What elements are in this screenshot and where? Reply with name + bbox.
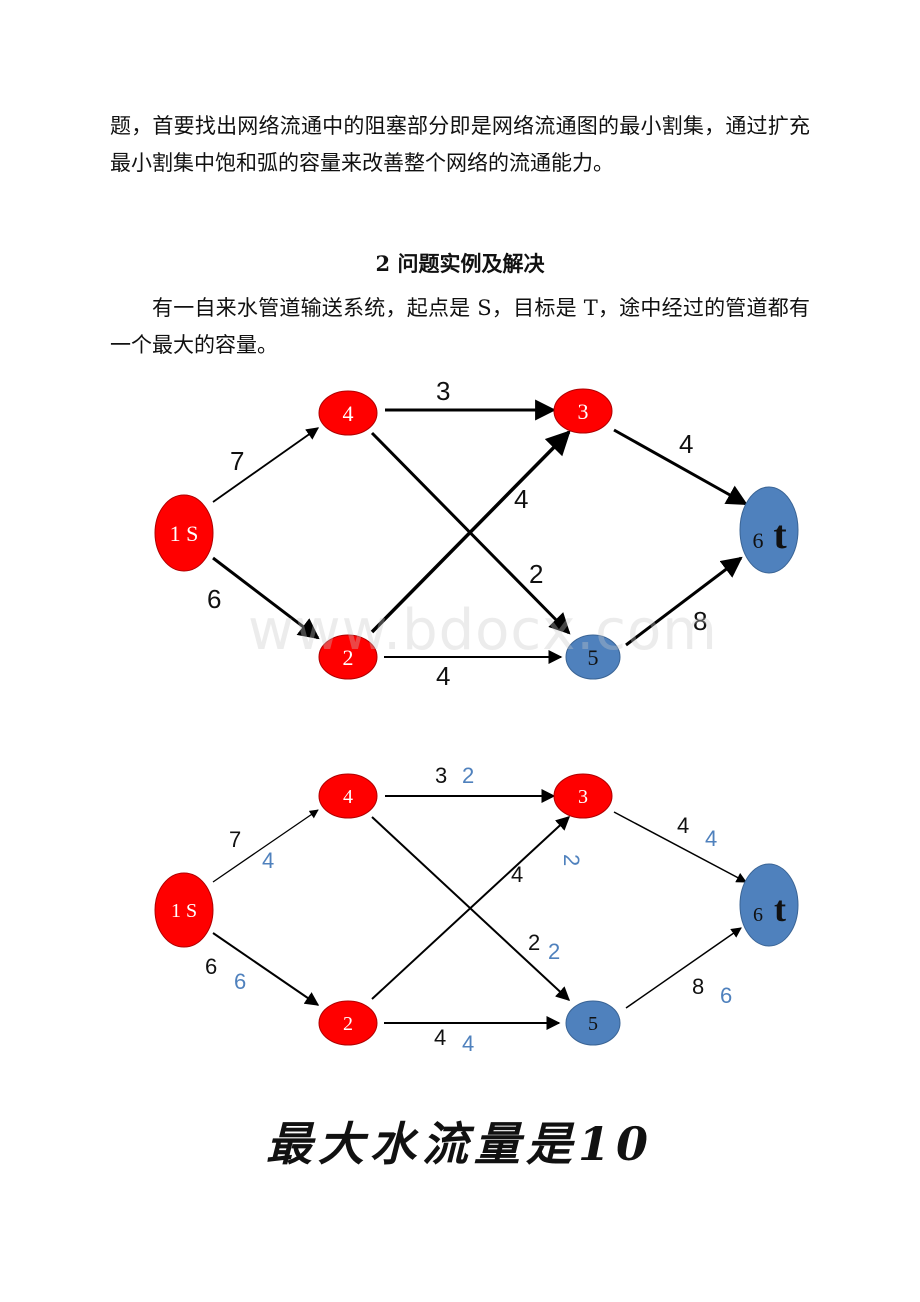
edge-1-4 [212,809,319,883]
node-3: 3 [553,773,613,819]
edge-1-4 [212,427,320,503]
network-graph-flow: 7 6 3 4 2 4 4 8 4 6 2 2 2 4 4 6 1 S 4 2 … [154,763,799,1056]
capacity-label: 4 [434,1025,446,1050]
section-heading: 2 问题实例及解决 [375,251,545,276]
svg-text:2: 2 [343,645,354,670]
capacity-label: 2 [528,930,540,955]
capacity-label: 7 [230,446,244,476]
capacity-label: 4 [679,429,693,459]
network-graph-capacity: 7 6 3 4 2 4 4 8 1 S 4 2 3 5 6 [154,376,799,691]
capacity-label: 4 [677,813,689,838]
svg-text:t: t [774,889,786,929]
svg-text:2: 2 [343,1013,353,1035]
capacity-label: 8 [693,606,707,636]
max-flow-caption: 最大水流量是10 [265,1117,654,1171]
edge-5-6 [625,556,743,647]
capacity-label: 6 [207,584,221,614]
edge-1-2 [212,556,320,640]
paragraph-problem: 有一自来水管道输送系统，起点是 S，目标是 T，途中经过的管道都有一个最大的容量… [110,296,810,357]
capacity-label: 3 [435,763,447,788]
edge-3-6 [613,428,748,506]
capacity-label: 4 [511,862,523,887]
node-5: 5 [565,1000,621,1046]
capacity-label: 8 [692,974,704,999]
flow-label: 2 [462,763,474,788]
svg-text:3: 3 [578,399,589,424]
capacity-label: 4 [436,661,450,691]
node-6-sink: 6 t [739,486,799,574]
node-1-source: 1 S [154,872,214,948]
capacity-label: 2 [529,559,543,589]
svg-text:5: 5 [588,1013,598,1035]
node-4: 4 [318,773,378,819]
node-3: 3 [553,388,613,434]
flow-label: 4 [462,1031,474,1056]
svg-text:4: 4 [343,401,354,426]
edge-3-6 [613,811,747,883]
node-6-sink: 6 t [739,863,799,947]
flow-label: 2 [559,854,584,866]
svg-text:3: 3 [578,786,588,808]
node-2: 2 [318,634,378,680]
flow-label: 6 [720,983,732,1008]
flow-label: 4 [262,848,274,873]
edge-1-2 [212,932,320,1006]
node-2: 2 [318,1000,378,1046]
svg-text:t: t [773,512,787,557]
flow-label: 6 [234,969,246,994]
node-1-source: 1 S [154,494,214,572]
watermark: www.bdocx.com [248,598,718,663]
capacity-label: 3 [436,376,450,406]
svg-text:1 S: 1 S [170,521,199,546]
node-5: 5 [565,634,621,680]
edge-5-6 [625,927,742,1009]
edge-2-3 [370,430,571,634]
flow-label: 2 [548,939,560,964]
svg-text:6: 6 [753,528,764,553]
capacity-label: 7 [229,827,241,852]
edge-2-3 [371,816,571,1000]
node-4: 4 [318,390,378,436]
svg-text:1 S: 1 S [171,900,197,922]
capacity-label: 4 [514,484,528,514]
flow-label: 4 [705,826,717,851]
svg-text:4: 4 [343,786,353,808]
svg-text:5: 5 [588,645,599,670]
capacity-label: 6 [205,954,217,979]
svg-text:6: 6 [753,904,763,926]
paragraph-intro: 题，首要找出网络流通中的阻塞部分即是网络流通图的最小割集，通过扩充最小割集中饱和… [110,114,810,175]
